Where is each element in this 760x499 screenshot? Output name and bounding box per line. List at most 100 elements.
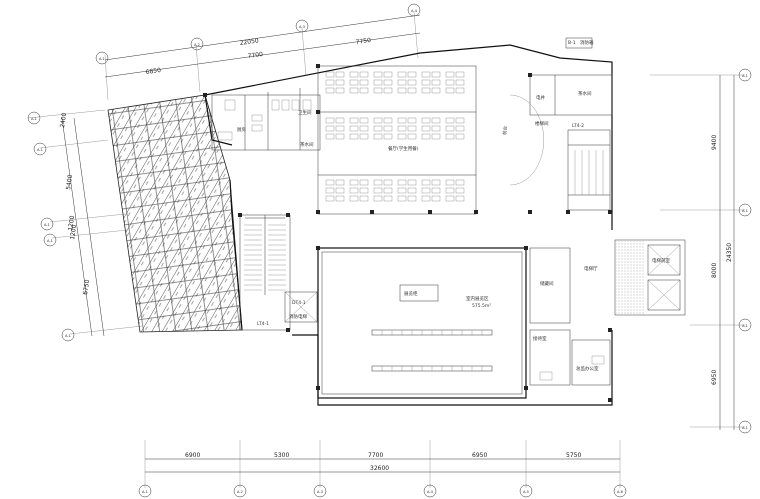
svg-text:A-1: A-1 — [142, 490, 148, 494]
dining-table — [335, 125, 345, 132]
bottom-dim-2: 5300 — [274, 452, 289, 459]
dining-table — [397, 79, 407, 86]
exhibition-area-label: 室内展览区 — [466, 295, 489, 302]
bottom-dim-4: 6950 — [472, 452, 487, 459]
dining-table — [421, 71, 431, 78]
dining-table — [383, 133, 393, 140]
bottom-dim-5: 5750 — [566, 452, 581, 459]
dining-table — [445, 133, 455, 140]
dining-table — [407, 71, 417, 78]
dining-table — [445, 179, 455, 186]
dining-table — [407, 179, 417, 186]
dining-table — [421, 195, 431, 202]
column — [528, 210, 532, 214]
dining-table — [445, 187, 455, 194]
dining-table — [359, 133, 369, 140]
tag-box — [565, 37, 593, 49]
svg-text:A-1: A-1 — [37, 148, 43, 152]
dining-table — [349, 125, 359, 132]
left-dim-3: 1200 — [67, 215, 76, 231]
elevator-left — [284, 291, 318, 323]
dining-table — [383, 179, 393, 186]
svg-text:A-5: A-5 — [523, 490, 529, 494]
right-dim-1: 9400 — [711, 135, 718, 150]
dining-table — [325, 117, 335, 124]
left-stair — [239, 214, 291, 331]
dining-table — [349, 79, 359, 86]
dining-table — [373, 71, 383, 78]
column — [286, 328, 290, 332]
svg-text:A-4: A-4 — [427, 490, 434, 494]
dining-table — [431, 117, 441, 124]
dining-table — [335, 117, 345, 124]
right-axis-bubbles: A-1 A-1 A-1 A-1 — [738, 68, 752, 434]
dining-table — [325, 187, 335, 194]
supervisor-label: 总监办公室 — [576, 365, 599, 372]
dining-table — [335, 87, 345, 94]
right-dim-3: 6950 — [711, 370, 718, 385]
kitchen-label: 厨房 — [237, 126, 246, 133]
dining-table — [335, 133, 345, 140]
dining-table — [335, 79, 345, 86]
dining-table — [455, 71, 465, 78]
svg-text:A-6: A-6 — [617, 490, 624, 494]
top-dim-3: 7750 — [355, 37, 371, 46]
dining-table — [359, 71, 369, 78]
column — [524, 246, 528, 250]
svg-text:A-1: A-1 — [742, 426, 748, 430]
dining-table — [397, 71, 407, 78]
dining-table — [421, 117, 431, 124]
dining-table — [455, 87, 465, 94]
exhibition-hall — [317, 247, 527, 399]
dining-table — [421, 133, 431, 140]
dining-table — [383, 187, 393, 194]
dining-table — [397, 125, 407, 132]
bottom-axis-bubbles: A-1 A-2 A-3 A-4 A-5 A-6 — [138, 484, 627, 498]
svg-text:A-2: A-2 — [237, 490, 243, 494]
dining-table — [349, 133, 359, 140]
left-axis-bubbles: A-1 A-1 A-1 A-1 A-1 — [27, 111, 75, 342]
dining-table — [383, 195, 393, 202]
dining-table — [325, 125, 335, 132]
elevator-room-label: 电梯前室 — [652, 257, 670, 264]
toilet-label: 卫生间 — [298, 109, 312, 116]
dining-table — [383, 71, 393, 78]
meeting-label: 接待室 — [533, 335, 547, 342]
dining-table — [335, 179, 345, 186]
svg-text:A-1: A-1 — [742, 324, 748, 328]
column — [608, 328, 612, 332]
dining-table — [349, 87, 359, 94]
dining-table — [431, 179, 441, 186]
dining-table — [431, 79, 441, 86]
stair-treads — [244, 224, 286, 291]
dining-table — [373, 117, 383, 124]
dining-table — [325, 87, 335, 94]
dining-label: 餐厅(学生用餐) — [388, 145, 419, 152]
dining-hall — [317, 65, 477, 215]
column — [238, 213, 242, 217]
dining-table — [445, 195, 455, 202]
column — [316, 110, 320, 114]
dining-table — [407, 117, 417, 124]
axis-top-2: A-2 — [194, 43, 200, 47]
dining-table — [431, 133, 441, 140]
dining-table — [397, 187, 407, 194]
dining-table — [455, 125, 465, 132]
dining-table — [359, 125, 369, 132]
dining-table — [407, 87, 417, 94]
dining-table — [445, 117, 455, 124]
hatched-terrace — [107, 94, 243, 333]
dining-tables — [325, 71, 465, 202]
dining-table — [421, 125, 431, 132]
top-dim-overall: 22050 — [239, 37, 259, 47]
dining-table — [349, 71, 359, 78]
dining-table — [325, 71, 335, 78]
dining-table — [397, 133, 407, 140]
dining-table — [445, 71, 455, 78]
dining-table — [383, 87, 393, 94]
dining-table — [431, 125, 441, 132]
dining-table — [373, 125, 383, 132]
dining-table — [325, 179, 335, 186]
column — [316, 246, 320, 250]
dining-table — [421, 79, 431, 86]
